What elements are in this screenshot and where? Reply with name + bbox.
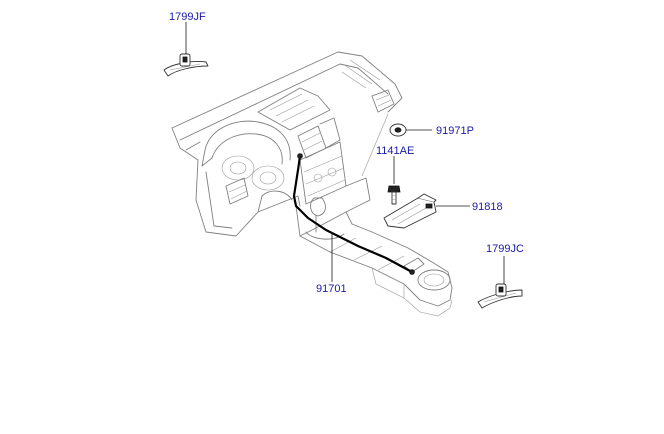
callout-91818[interactable]: 91818 — [472, 201, 503, 213]
callout-1799jc[interactable]: 1799JC — [486, 243, 524, 255]
bolt-part — [387, 156, 401, 205]
cap-part — [389, 123, 432, 137]
cable-tie-lower-part — [477, 256, 523, 309]
callout-91701[interactable]: 91701 — [316, 283, 347, 295]
floor-console-outline — [295, 197, 453, 317]
callout-1141ae[interactable]: 1141AE — [376, 145, 414, 157]
callout-1799jf[interactable]: 1799JF — [169, 11, 206, 23]
callout-91971p[interactable]: 91971P — [436, 125, 474, 137]
wiring-harness — [292, 153, 415, 275]
dashboard-outline — [171, 51, 403, 237]
bracket-part — [383, 193, 470, 229]
cable-tie-upper-part — [163, 22, 209, 77]
